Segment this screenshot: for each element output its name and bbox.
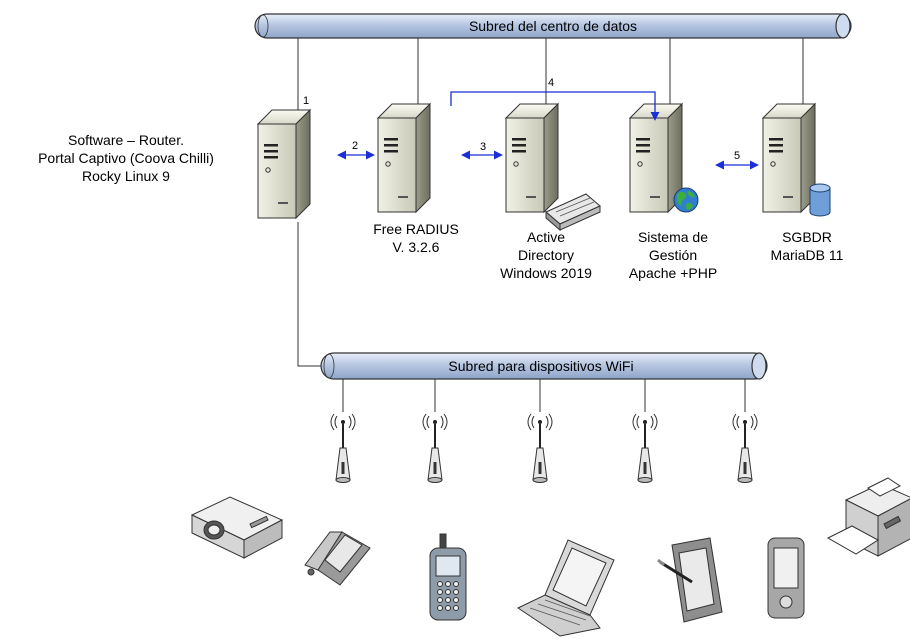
mgmt-server-label-line-1: Sistema de (637, 229, 709, 245)
connection-number-5: 5 (734, 150, 740, 162)
access-point-icon (632, 413, 658, 484)
ad-server-icon (505, 103, 559, 213)
printer-icon (826, 477, 910, 557)
ad-server-label-line-1: Active (526, 229, 566, 245)
globe-icon (673, 187, 699, 213)
router-label-line-3: Rocky Linux 9 (82, 168, 170, 184)
access-point-icon (422, 413, 448, 484)
router-label-line-1: Software – Router. (68, 132, 184, 148)
mgmt-server-label-line-2: Gestión (648, 247, 698, 263)
pda-icon (767, 537, 805, 619)
radius-server-label: Free RADIUS V. 3.2.6 (356, 220, 476, 256)
radius-server-label-line-2: V. 3.2.6 (392, 239, 440, 255)
connection-number-3: 3 (480, 141, 486, 153)
laptop-icon (516, 539, 615, 637)
projector-icon (190, 496, 284, 559)
database-icon (809, 183, 831, 217)
db-server-label: SGBDR MariaDB 11 (752, 228, 862, 264)
db-server-icon (762, 103, 816, 213)
access-point-icon (527, 413, 553, 484)
cell-phone-icon (429, 533, 467, 621)
db-server-label-line-2: MariaDB 11 (770, 247, 844, 263)
tablet-icon (657, 537, 723, 623)
mgmt-server-label: Sistema de Gestión Apache +PHP (610, 228, 736, 282)
db-server-label-line-1: SGBDR (782, 229, 832, 245)
wifi-subnet-bus: Subred para dispositivos WiFi (320, 352, 768, 380)
ad-server-label-line-3: Windows 2019 (500, 265, 592, 281)
ad-server-label-line-2: Directory (517, 247, 574, 263)
mgmt-server-label-line-3: Apache +PHP (628, 265, 718, 281)
connection-arrows (337, 91, 759, 170)
router-label-line-2: Portal Captivo (Coova Chilli) (38, 150, 214, 166)
connection-number-4: 4 (548, 77, 554, 89)
connection-4 (450, 91, 660, 121)
access-point-icon (330, 413, 356, 484)
ad-server-label: Active Directory Windows 2019 (478, 228, 614, 282)
connection-number-1: 1 (303, 95, 309, 107)
wifi-subnet-label: Subred para dispositivos WiFi (448, 358, 633, 374)
connection-number-2: 2 (352, 140, 358, 152)
datacenter-subnet-label: Subred del centro de datos (469, 18, 637, 34)
flip-phone-icon (304, 531, 371, 586)
router-server-icon (257, 109, 311, 219)
datacenter-subnet-bus: Subred del centro de datos (254, 13, 852, 39)
ad-directory-icon (545, 193, 601, 232)
mgmt-server-icon (629, 103, 683, 213)
wifi-drop-lines (342, 379, 746, 412)
bus-drop-lines (297, 38, 804, 367)
radius-server-label-line-1: Free RADIUS (373, 221, 459, 237)
router-label: Software – Router. Portal Captivo (Coova… (8, 131, 244, 185)
radius-server-icon (377, 103, 431, 213)
access-point-icon (732, 413, 758, 484)
